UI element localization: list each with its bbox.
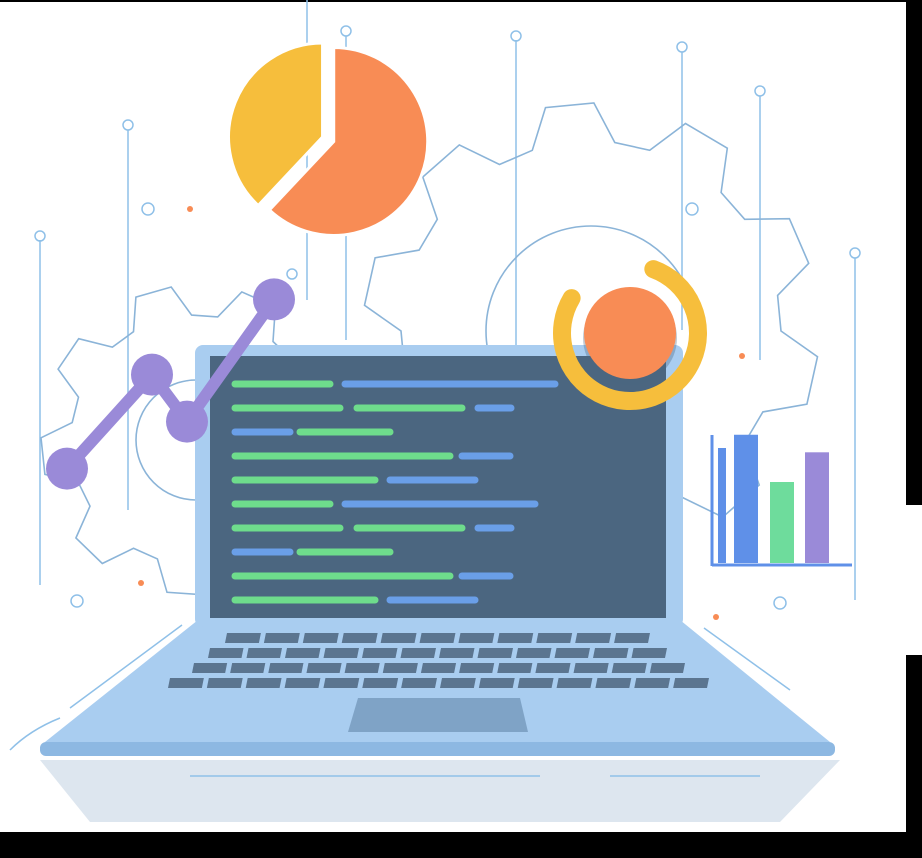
decorative-dots bbox=[138, 206, 745, 620]
key bbox=[268, 663, 304, 673]
deco-circle-icon bbox=[754, 85, 766, 97]
line-point bbox=[46, 447, 88, 490]
key bbox=[362, 678, 399, 688]
key bbox=[631, 648, 667, 658]
key bbox=[554, 648, 590, 658]
line-chart-icon bbox=[46, 278, 295, 490]
pie-chart-icon bbox=[227, 41, 430, 237]
key bbox=[458, 633, 495, 643]
key bbox=[323, 678, 360, 688]
key bbox=[246, 648, 282, 658]
key bbox=[401, 678, 437, 688]
key bbox=[420, 663, 457, 673]
line-point bbox=[253, 278, 295, 321]
key bbox=[168, 678, 204, 688]
deco-circle-icon bbox=[340, 25, 352, 37]
deco-circle-icon bbox=[676, 41, 688, 53]
key bbox=[382, 663, 418, 673]
key bbox=[611, 663, 647, 673]
key bbox=[284, 678, 321, 688]
laptop-front-edge bbox=[40, 742, 835, 756]
floor-lines bbox=[9, 624, 791, 777]
line-path bbox=[62, 295, 279, 473]
key bbox=[497, 663, 533, 673]
floor-line bbox=[69, 624, 183, 709]
key bbox=[497, 633, 534, 643]
key bbox=[673, 678, 709, 688]
edge-fragment bbox=[906, 505, 922, 655]
bar bbox=[805, 452, 829, 563]
trackpad bbox=[348, 698, 528, 732]
key bbox=[344, 663, 380, 673]
floor-line bbox=[703, 627, 791, 691]
line-point bbox=[166, 400, 208, 443]
key bbox=[556, 678, 593, 688]
deco-circle-icon bbox=[685, 202, 699, 216]
key bbox=[306, 663, 342, 673]
key bbox=[263, 633, 300, 643]
keyboard bbox=[168, 633, 709, 688]
key bbox=[208, 648, 244, 658]
key bbox=[593, 648, 629, 658]
deco-dot bbox=[187, 206, 193, 212]
deco-circle-icon bbox=[510, 30, 522, 42]
key bbox=[206, 678, 243, 688]
deco-dot bbox=[713, 614, 719, 620]
donut-icon bbox=[553, 260, 707, 410]
key bbox=[439, 648, 475, 658]
key bbox=[323, 648, 359, 658]
key bbox=[595, 678, 632, 688]
key bbox=[535, 663, 571, 673]
key bbox=[285, 648, 321, 658]
key bbox=[302, 633, 339, 643]
key bbox=[517, 678, 554, 688]
laptop-shadow bbox=[40, 760, 840, 822]
deco-circle-icon bbox=[70, 594, 84, 608]
bar bbox=[770, 482, 794, 563]
deco-circle-icon bbox=[286, 268, 298, 280]
bar-chart-icon bbox=[710, 434, 852, 567]
key bbox=[245, 678, 282, 688]
deco-circle-icon bbox=[141, 202, 155, 216]
bar-thin bbox=[718, 448, 726, 563]
key bbox=[380, 633, 417, 643]
key bbox=[400, 648, 436, 658]
code-lines bbox=[231, 380, 559, 604]
key bbox=[516, 648, 552, 658]
key bbox=[477, 648, 513, 658]
key bbox=[225, 633, 261, 643]
key bbox=[419, 633, 456, 643]
donut-core bbox=[584, 287, 676, 379]
key bbox=[362, 648, 398, 658]
deco-dot bbox=[739, 353, 745, 359]
decorative-lines bbox=[34, 0, 861, 610]
laptop-icon bbox=[40, 345, 840, 822]
gear-icon bbox=[363, 102, 819, 560]
key bbox=[614, 633, 650, 643]
key bbox=[459, 663, 495, 673]
key bbox=[536, 633, 573, 643]
deco-circle-icon bbox=[849, 247, 861, 259]
key bbox=[634, 678, 671, 688]
key bbox=[230, 663, 266, 673]
key bbox=[192, 663, 228, 673]
pie-slice-orange bbox=[267, 45, 430, 237]
key bbox=[649, 663, 685, 673]
key bbox=[575, 633, 612, 643]
floor-line bbox=[9, 717, 61, 751]
deco-dot bbox=[138, 580, 144, 586]
key bbox=[440, 678, 476, 688]
deco-circle-icon bbox=[34, 230, 46, 242]
line-point bbox=[131, 353, 173, 396]
bar bbox=[734, 434, 758, 563]
deco-circle-icon bbox=[122, 119, 134, 131]
donut-arc bbox=[553, 260, 707, 410]
deco-circle-icon bbox=[773, 596, 787, 610]
pie-slice-yellow bbox=[227, 41, 325, 208]
key bbox=[573, 663, 609, 673]
key bbox=[478, 678, 515, 688]
key bbox=[341, 633, 378, 643]
